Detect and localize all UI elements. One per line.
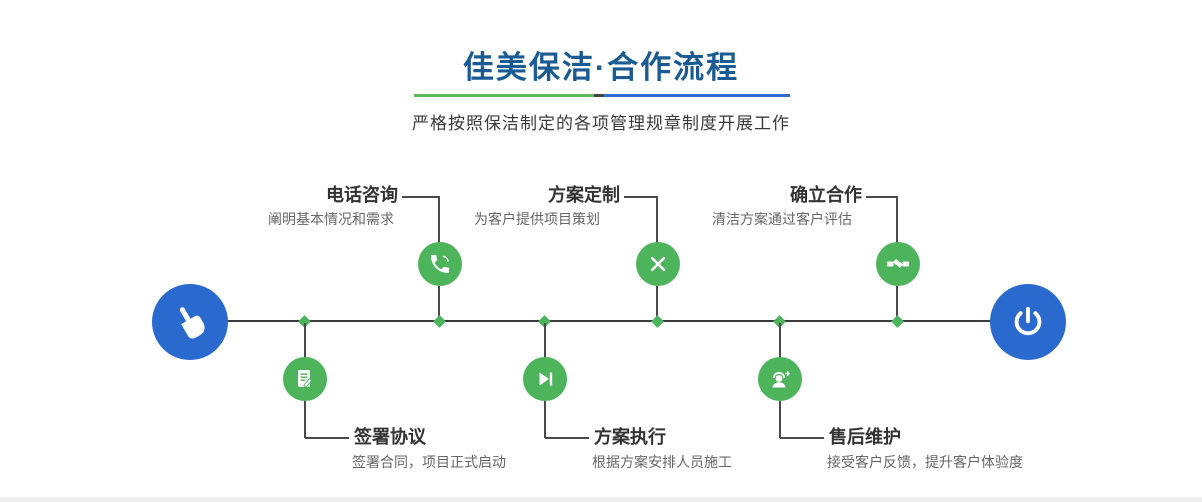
step-desc-phone: 阐明基本情况和需求	[268, 211, 394, 227]
connector-line	[305, 437, 349, 439]
title-divider	[414, 94, 790, 97]
connector-line	[779, 401, 781, 438]
step-title-phone: 电话咨询	[326, 185, 398, 205]
step-desc-design: 为客户提供项目策划	[474, 211, 600, 227]
connector-line	[896, 196, 898, 244]
connector-line	[896, 286, 898, 319]
page-bottom-edge	[0, 497, 1202, 502]
divider-blue-segment	[604, 94, 790, 97]
step-node-design	[636, 242, 680, 286]
phone-icon	[428, 252, 452, 276]
step-desc-aftersales: 接受客户反馈，提升客户体验度	[827, 454, 1023, 470]
play-next-icon	[533, 367, 557, 391]
connector-line	[304, 323, 306, 358]
step-node-aftersales	[758, 357, 802, 401]
timeline-node-diamond	[651, 315, 664, 328]
connector-line	[544, 401, 546, 438]
step-node-phone	[418, 242, 462, 286]
connector-line	[402, 196, 439, 198]
connector-line	[545, 437, 589, 439]
timeline-node-diamond	[433, 315, 446, 328]
divider-green-segment	[414, 94, 594, 97]
end-node	[990, 284, 1066, 360]
step-node-cooperate	[876, 242, 920, 286]
design-tools-icon	[646, 252, 670, 276]
connector-line	[304, 401, 306, 438]
connector-line	[624, 196, 657, 198]
power-icon	[1010, 304, 1046, 340]
step-title-cooperate: 确立合作	[790, 185, 862, 205]
connector-line	[438, 196, 440, 244]
connector-line	[779, 323, 781, 358]
step-title-execute: 方案执行	[594, 427, 666, 447]
step-node-execute	[523, 357, 567, 401]
page-subtitle: 严格按照保洁制定的各项管理规章制度开展工作	[412, 114, 790, 133]
connector-line	[544, 323, 546, 358]
step-title-aftersales: 售后维护	[829, 427, 901, 447]
connector-line	[866, 196, 897, 198]
hand-pointer-icon	[171, 303, 209, 341]
step-title-design: 方案定制	[548, 185, 620, 205]
start-node	[152, 284, 228, 360]
customer-service-icon	[768, 367, 792, 391]
timeline-node-diamond	[891, 315, 904, 328]
divider-mid-segment	[594, 94, 604, 97]
step-desc-contract: 签署合同，项目正式启动	[352, 454, 506, 470]
step-node-contract	[283, 357, 327, 401]
connector-line	[656, 286, 658, 319]
step-desc-cooperate: 清洁方案通过客户评估	[712, 211, 852, 227]
page-title: 佳美保洁·合作流程	[462, 50, 740, 85]
step-desc-execute: 根据方案安排人员施工	[592, 454, 732, 470]
handshake-icon	[886, 252, 910, 276]
step-title-contract: 签署协议	[354, 427, 426, 447]
connector-line	[438, 286, 440, 319]
connector-line	[780, 437, 824, 439]
contract-sign-icon	[293, 367, 317, 391]
timeline-line	[190, 320, 1028, 322]
connector-line	[656, 196, 658, 244]
